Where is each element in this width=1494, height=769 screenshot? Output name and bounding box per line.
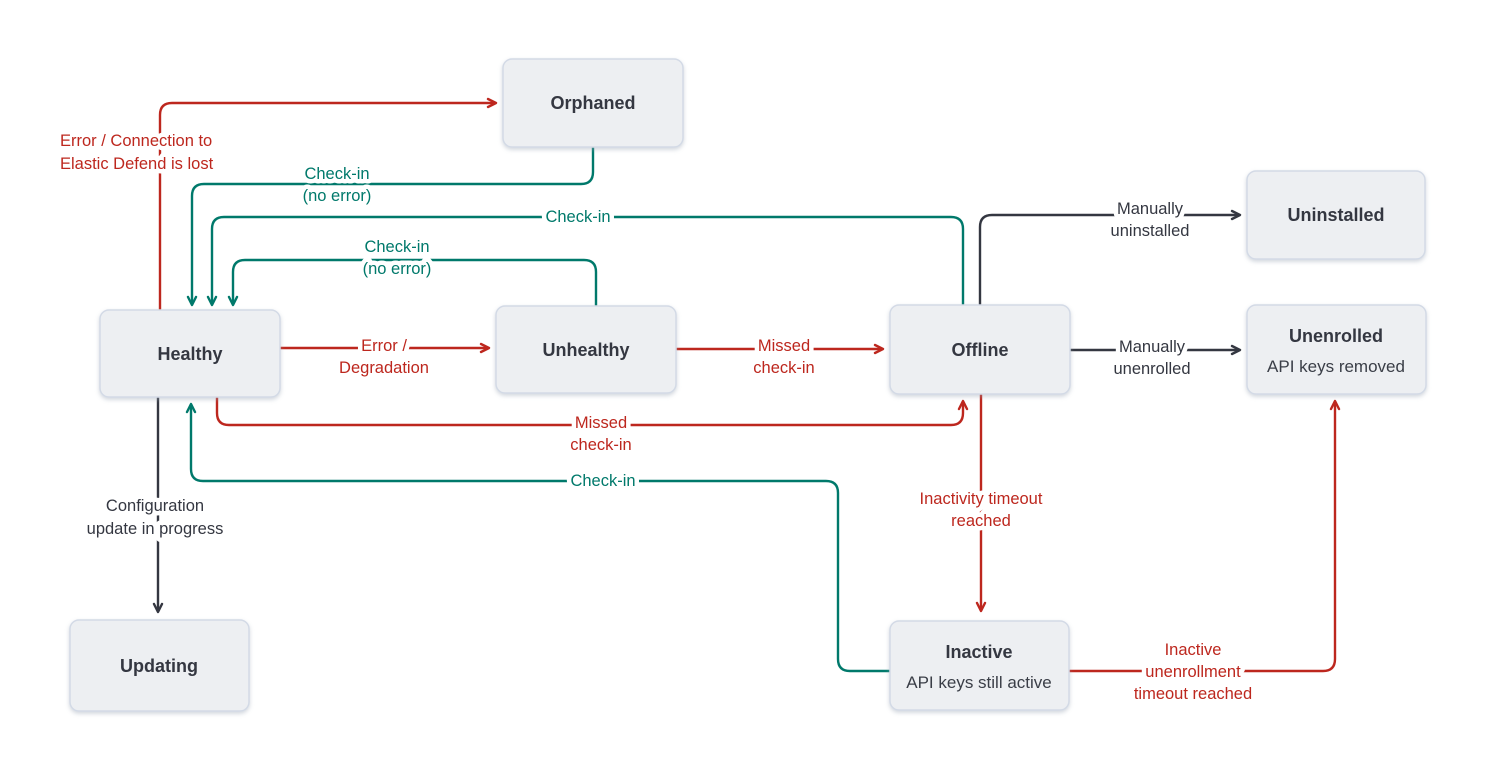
edge-inactive-to-healthy (185, 402, 890, 673)
state-node-healthy-box (99, 309, 281, 398)
edge-label-unhealthy-to-offline-line2: check-in (753, 359, 814, 377)
edge-label-healthy-to-unhealthy-line2: Degradation (339, 359, 429, 377)
edge-label-offline-to-uninstalled-line1: Manually (1117, 200, 1184, 218)
state-node-inactive-box (889, 620, 1070, 711)
edge-label-offline-to-uninstalled-line2: uninstalled (1111, 222, 1190, 240)
edge-label-offline-to-inactive-line2: reached (951, 512, 1011, 530)
edge-label-inactive-to-unenrolled-line2: unenrollment (1145, 663, 1241, 681)
edge-label-unhealthy-to-offline-line1: Missed (758, 337, 810, 355)
edge-label-orphaned-to-healthy-line2: (no error) (303, 187, 372, 205)
state-node-uninstalled-label: Uninstalled (1287, 205, 1384, 225)
edge-label-healthy-to-updating-line1: Configuration (106, 497, 204, 515)
edge-offline-to-healthy (206, 215, 965, 307)
edge-label-offline-to-inactive-line1: Inactivity timeout (920, 490, 1043, 508)
state-node-updating-box (69, 619, 250, 712)
edge-healthy-to-offline (215, 397, 969, 427)
edge-offline-to-uninstalled (978, 209, 1242, 305)
edge-label-unhealthy-to-healthy-line2: (no error) (363, 260, 432, 278)
edge-unhealthy-to-healthy (227, 258, 598, 307)
edge-inactive-to-unenrolled (1069, 399, 1341, 673)
edge-healthy-to-orphaned (158, 97, 498, 310)
edge-label-inactive-to-unenrolled-line1: Inactive (1165, 641, 1222, 659)
state-node-offline: Offline (889, 304, 1071, 395)
edge-orphaned-to-healthy (186, 147, 595, 307)
edge-label-inactive-to-unenrolled-line3: timeout reached (1134, 685, 1252, 703)
state-node-unenrolled: Unenrolled API keys removed (1246, 304, 1427, 395)
edge-label-offline-to-unenrolled-line2: unenrolled (1113, 360, 1190, 378)
state-node-offline-box (889, 304, 1071, 395)
state-node-offline-label: Offline (952, 340, 1009, 360)
state-node-orphaned-label: Orphaned (550, 93, 635, 113)
edge-label-healthy-to-offline-line1: Missed (575, 414, 627, 432)
edge-label-healthy-to-orphaned-line1: Error / Connection to (60, 132, 212, 150)
state-node-healthy: Healthy (99, 309, 281, 398)
state-node-updating-label: Updating (120, 656, 198, 676)
state-node-unenrolled-sublabel: API keys removed (1267, 357, 1405, 376)
state-node-uninstalled: Uninstalled (1246, 170, 1426, 260)
edge-label-unhealthy-to-healthy-line1: Check-in (364, 238, 429, 256)
state-node-orphaned: Orphaned (502, 58, 684, 148)
edge-label-orphaned-to-healthy-line1: Check-in (304, 165, 369, 183)
edge-label-healthy-to-updating-line2: update in progress (87, 520, 224, 538)
state-node-uninstalled-box (1246, 170, 1426, 260)
edge-label-healthy-to-orphaned-line2: Elastic Defend is lost (60, 155, 214, 173)
state-node-unhealthy-box (495, 305, 677, 394)
state-node-unenrolled-label: Unenrolled (1289, 326, 1383, 346)
state-node-inactive-label: Inactive (945, 642, 1012, 662)
edge-label-offline-to-unenrolled-line1: Manually (1119, 338, 1186, 356)
edge-label-healthy-to-unhealthy-line1: Error / (361, 337, 407, 355)
state-node-unenrolled-box (1246, 304, 1427, 395)
state-node-orphaned-box (502, 58, 684, 148)
edge-label-offline-to-healthy: Check-in (545, 208, 610, 226)
state-node-unhealthy: Unhealthy (495, 305, 677, 394)
state-node-unhealthy-label: Unhealthy (542, 340, 629, 360)
state-node-inactive-sublabel: API keys still active (906, 673, 1052, 692)
edge-label-healthy-to-offline-line2: check-in (570, 436, 631, 454)
state-node-updating: Updating (69, 619, 250, 712)
edge-label-inactive-to-healthy: Check-in (570, 472, 635, 490)
state-node-healthy-label: Healthy (157, 344, 222, 364)
state-node-inactive: Inactive API keys still active (889, 620, 1070, 711)
